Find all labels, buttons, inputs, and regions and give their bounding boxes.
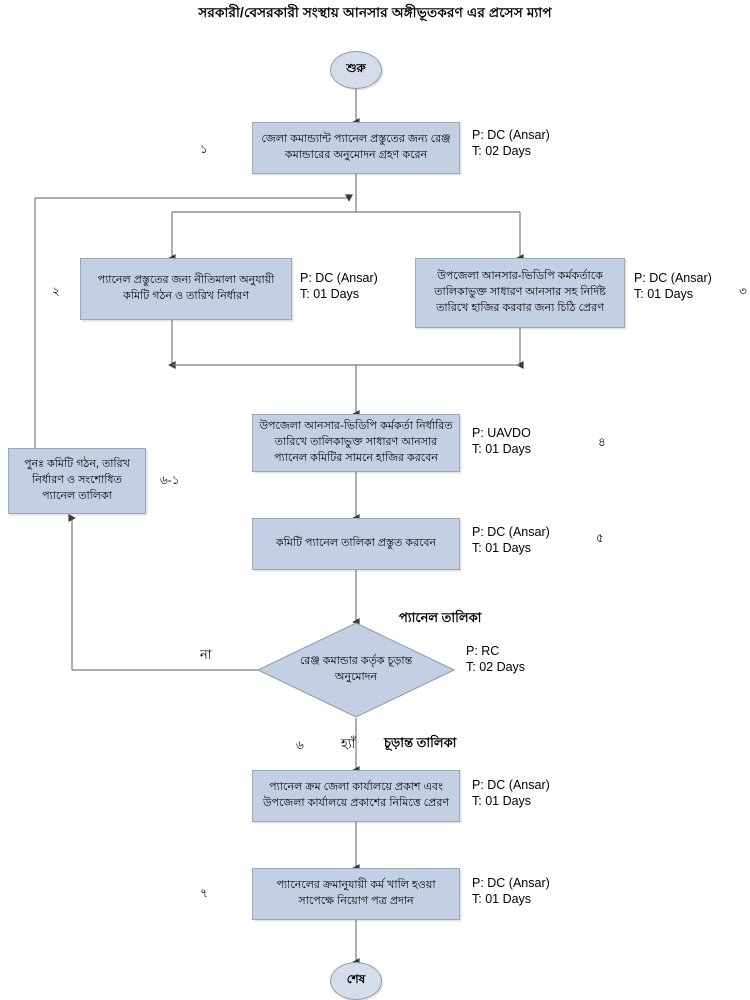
process-box-step4[interactable]: উপজেলা আনসার-ভিডিপি কর্মকর্তা নির্ধারিত …	[252, 414, 460, 472]
decision-yes-annotation: চূড়ান্ত তালিকা	[384, 735, 457, 750]
process-box-step2[interactable]: প্যানেল প্রস্তুতের জন্য নীতিমালা অনুযায়…	[80, 258, 292, 320]
decision-time: T: 02 Days	[466, 660, 526, 674]
step3-performer: P: DC (Ansar)	[634, 271, 712, 285]
process-box-step7[interactable]: প্যানেলের ক্রমানুযায়ী কর্ম খালি হওয়া স…	[252, 868, 460, 920]
process-box-step2-label: প্যানেল প্রস্তুতের জন্য নীতিমালা অনুযায়…	[97, 274, 275, 302]
decision-no-label: না	[200, 647, 212, 662]
step1-time: T: 02 Days	[472, 144, 532, 158]
step1-number: ১	[200, 142, 208, 156]
step5-number: ৫	[596, 531, 604, 545]
step5-performer: P: DC (Ansar)	[472, 525, 550, 539]
decision-performer: P: RC	[466, 644, 500, 658]
start-terminator[interactable]: শুরু	[330, 51, 382, 89]
step4-time: T: 01 Days	[472, 442, 532, 456]
step2-time: T: 01 Days	[300, 287, 360, 301]
process-box-step3-label: উপজেলা আনসার-ভিডিপি কর্মকর্তাকে তালিকাভু…	[434, 270, 606, 314]
decision-node-label: রেঞ্জ কমান্ডার কর্তৃক চূড়ান্ত অনুমোদন	[299, 655, 413, 683]
step7-time: T: 01 Days	[472, 892, 532, 906]
step7-number: ৭	[200, 886, 208, 900]
step4-number: ৪	[598, 435, 606, 449]
start-terminator-label: শুরু	[346, 61, 366, 75]
step6-time: T: 01 Days	[472, 794, 532, 808]
process-box-rework[interactable]: পুনঃ কমিটি গঠন, তারিখ নির্ধারণ ও সংশোধিত…	[8, 448, 146, 514]
step7-performer: P: DC (Ansar)	[472, 876, 550, 890]
step2-performer: P: DC (Ansar)	[300, 271, 378, 285]
process-box-step1-label: জেলা কমান্ড্যান্ট প্যানেল প্রস্তুতের জন্…	[261, 133, 451, 161]
process-box-step5[interactable]: কমিটি প্যানেল তালিকা প্রস্তুত করবেন	[252, 518, 460, 570]
process-box-step7-label: প্যানেলের ক্রমানুযায়ী কর্ম খালি হওয়া স…	[276, 879, 436, 907]
step3-time: T: 01 Days	[634, 287, 694, 301]
process-box-step5-label: কমিটি প্যানেল তালিকা প্রস্তুত করবেন	[275, 537, 437, 550]
process-box-rework-label: পুনঃ কমিটি গঠন, তারিখ নির্ধারণ ও সংশোধিত…	[24, 458, 130, 502]
process-box-step6-label: প্যানেল ক্রম জেলা কার্যালয়ে প্রকাশ এবং …	[262, 781, 450, 809]
decision-yes-label: হ্যাঁ	[341, 736, 356, 751]
step5-time: T: 01 Days	[472, 541, 532, 555]
decision-diamond-shape	[256, 622, 456, 718]
decision-input-annotation: প্যানেল তালিকা	[399, 610, 482, 625]
step1-performer: P: DC (Ansar)	[472, 128, 550, 142]
rework-number: ৬-১	[160, 473, 180, 487]
page-title: সরকারী/বেসরকারী সংস্থায় আনসার অঙ্গীভূতক…	[198, 5, 552, 20]
end-terminator-label: শেষ	[346, 972, 366, 986]
decision-node[interactable]: রেঞ্জ কমান্ডার কর্তৃক চূড়ান্ত অনুমোদন	[256, 622, 456, 718]
step6-performer: P: DC (Ansar)	[472, 778, 550, 792]
step4-performer: P: UAVDO	[472, 426, 531, 440]
process-box-step3[interactable]: উপজেলা আনসার-ভিডিপি কর্মকর্তাকে তালিকাভু…	[415, 258, 625, 328]
process-box-step6[interactable]: প্যানেল ক্রম জেলা কার্যালয়ে প্রকাশ এবং …	[252, 770, 460, 822]
step3-number: ৩	[739, 284, 747, 298]
step2-number: ২	[52, 284, 60, 298]
process-box-step4-label: উপজেলা আনসার-ভিডিপি কর্মকর্তা নির্ধারিত …	[259, 420, 453, 464]
decision-number: ৬	[296, 738, 304, 752]
end-terminator[interactable]: শেষ	[330, 962, 382, 1000]
process-box-step1[interactable]: জেলা কমান্ড্যান্ট প্যানেল প্রস্তুতের জন্…	[252, 122, 460, 174]
